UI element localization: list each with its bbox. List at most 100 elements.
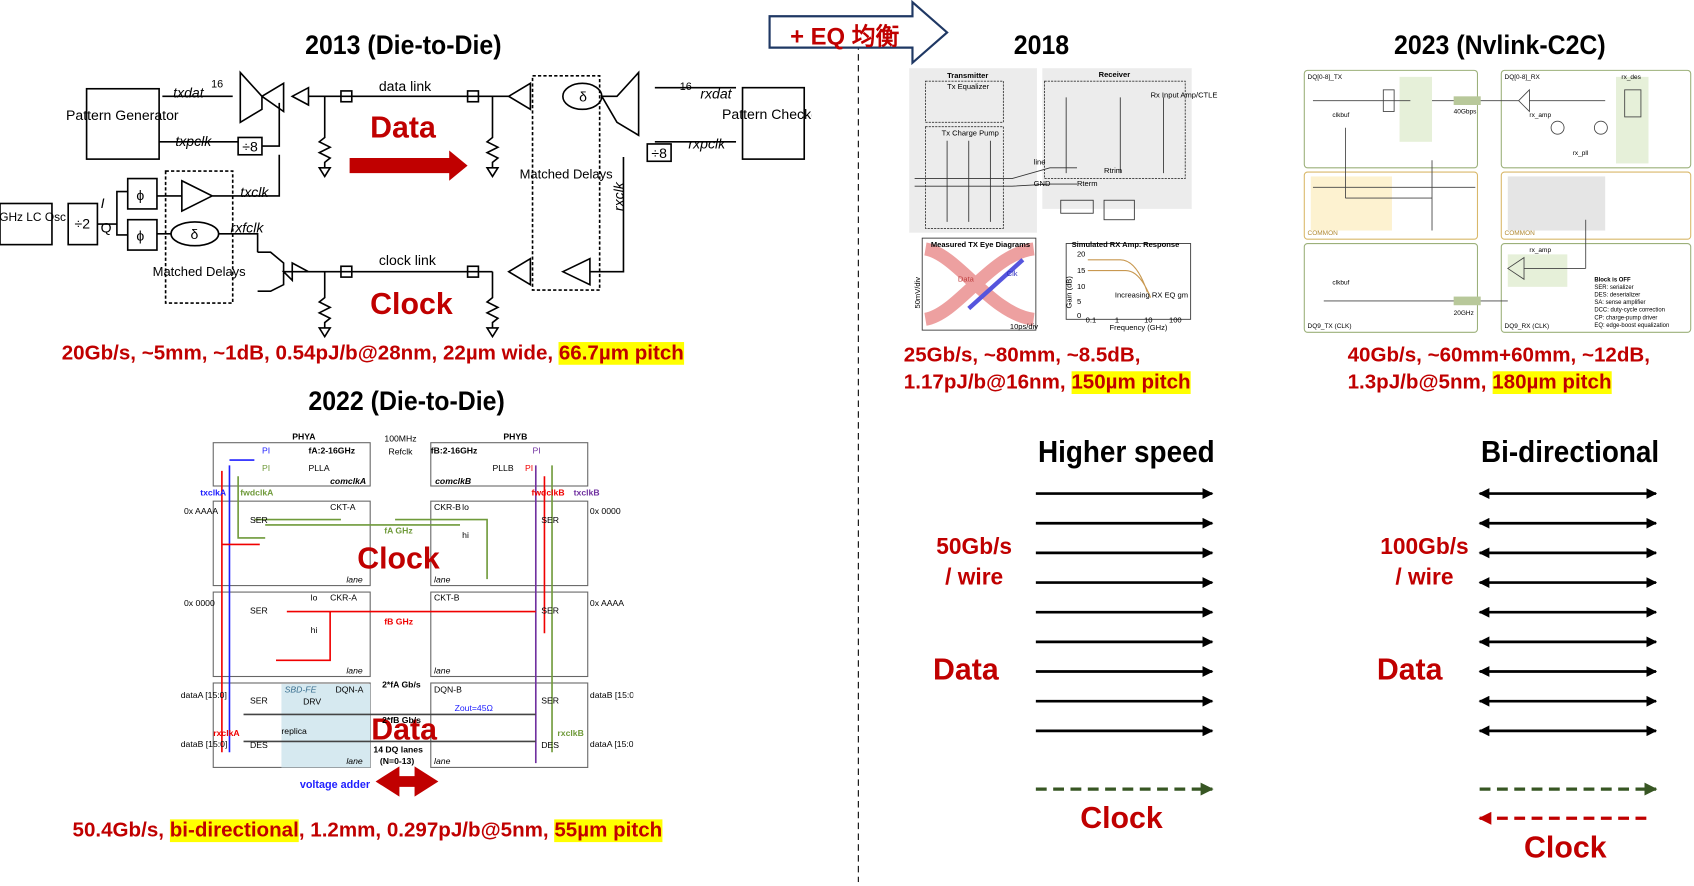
comclk-b: comclkB xyxy=(435,476,471,486)
tx-equalizer-label: Tx Equalizer xyxy=(947,82,990,91)
dq-lanes-n: (N=0-13) xyxy=(380,756,414,766)
legend-item: CP: charge-pump driver xyxy=(1594,315,1657,321)
circuit-2022: PHYA PHYB fA:2-16GHz fB:2-16GHz 100MHz R… xyxy=(181,431,633,797)
div8-label: ÷8 xyxy=(242,139,258,155)
pll-b: PLLB xyxy=(492,463,513,473)
fa-label: fA:2-16GHz xyxy=(308,446,355,456)
clock-left: Clock xyxy=(1080,800,1163,835)
transmitter-label: Transmitter xyxy=(947,71,988,80)
xtick: 0.1 xyxy=(1086,316,1097,325)
des-b-data: DES xyxy=(541,740,559,750)
lane-1a: lane xyxy=(346,574,363,584)
gnd-label: GND xyxy=(1034,179,1051,188)
legend-box xyxy=(1592,273,1690,328)
refclk-label: Refclk xyxy=(388,447,413,457)
caption-2022-part2: , 1.2mm, 0.297pJ/b@5nm, xyxy=(298,819,549,843)
matched-delays-rx: Matched Delays xyxy=(520,167,614,182)
caption-2018: 25Gb/s, ~80mm, ~8.5dB, 1.17pJ/b@16nm, 150… xyxy=(904,342,1191,396)
voltage-adder: voltage adder xyxy=(300,779,371,791)
pattern-checker-label: Pattern Checker xyxy=(722,106,812,122)
xtick: 1 xyxy=(1115,316,1119,325)
title-2018: 2018 xyxy=(1013,30,1070,61)
eye-data-label: Data xyxy=(958,274,975,283)
phy-a-label: PHYA xyxy=(292,431,316,441)
ckt-a: CKT-A xyxy=(330,502,356,512)
data-b-in: dataB [15:0] xyxy=(590,690,633,700)
data-arrow xyxy=(349,150,468,181)
ser-b-top: SER xyxy=(541,515,559,525)
fb-label: fB:2-16GHz xyxy=(431,446,478,456)
txclk-label: txclk xyxy=(240,184,269,200)
bidirectional-arrow xyxy=(375,766,439,797)
legend-item: EQ: edge-boost equalization xyxy=(1594,323,1669,329)
hi-2: hi xyxy=(311,625,318,635)
pll-a: PLLA xyxy=(308,463,329,473)
ckr-b: CKR-B xyxy=(434,502,461,512)
response-note: Increasing RX EQ gm xyxy=(1115,291,1188,300)
bus-width-tx: 16 xyxy=(211,79,223,91)
zout: Zout=45Ω xyxy=(455,703,494,713)
data-label: Data xyxy=(370,111,437,144)
circuit-2018: Transmitter Tx Equalizer Tx Charge Pump … xyxy=(909,68,1217,332)
rx-amp-clk: rx_amp xyxy=(1529,247,1551,254)
sbd-fe: SBD-FE xyxy=(285,685,317,695)
ckt-b: CKT-B xyxy=(434,593,460,603)
response-title: Simulated RX Amp. Response xyxy=(1072,240,1180,249)
pattern-a-top: 0x AAAA xyxy=(184,506,218,516)
heading-bi-directional: Bi-directional xyxy=(1481,435,1660,469)
pi-a-fwd: PI xyxy=(262,463,270,473)
fa-ghz: fA GHz xyxy=(384,526,413,536)
caption-2018-highlight: 150µm pitch xyxy=(1071,371,1191,394)
data-left: Data xyxy=(933,652,999,687)
title-2013: 2013 (Die-to-Die) xyxy=(305,30,502,61)
rate-left-unit: / wire xyxy=(945,565,1004,590)
ytick: 20 xyxy=(1077,250,1085,259)
ytick: 15 xyxy=(1077,266,1085,275)
pattern-generator-label: Pattern Generator xyxy=(66,107,179,123)
rate-right: 100Gb/s/ wire xyxy=(1370,533,1478,594)
clkbuf-tx: clkbuf xyxy=(1332,112,1349,119)
data-a-in: dataA [15:0] xyxy=(181,690,227,700)
caption-2018-line2: 1.17pJ/b@16nm, xyxy=(903,371,1066,394)
xtick: 100 xyxy=(1169,316,1182,325)
txclk-b: txclkB xyxy=(574,488,600,498)
caption-2023-highlight: 180µm pitch xyxy=(1492,371,1612,394)
data-label-2022: Data xyxy=(371,713,438,746)
title-2022: 2022 (Die-to-Die) xyxy=(308,386,505,417)
caption-2018-line1: 25Gb/s, ~80mm, ~8.5dB, xyxy=(903,344,1141,367)
lane-2b: lane xyxy=(434,665,451,675)
rx-pll: rx_pll xyxy=(1573,150,1589,157)
osc-label: 20GHz LC Osc xyxy=(0,210,66,224)
common-a: COMMON xyxy=(1308,230,1339,237)
ser-a-top: SER xyxy=(250,515,268,525)
clock-link-label: clock link xyxy=(379,252,437,268)
rate-left-value: 50Gb/s xyxy=(936,534,1013,560)
pattern-b-mid: 0x AAAA xyxy=(590,598,624,608)
div8-rx-label: ÷8 xyxy=(651,145,667,161)
ytick: 10 xyxy=(1077,282,1085,291)
rxclk-b: rxclkB xyxy=(557,728,583,738)
rx-clk-block-label: DQ9_RX (CLK) xyxy=(1505,323,1550,330)
txdat-label: txdat xyxy=(173,84,205,100)
rate-left: 50Gb/s / wire xyxy=(931,533,1018,594)
legend-item: DCC: duty-cycle correction xyxy=(1594,308,1665,314)
lane-2a: lane xyxy=(346,665,363,675)
caption-2023-line1: 40Gb/s, ~60mm+60mm, ~12dB, xyxy=(1347,344,1650,367)
txpclk-label: txpclk xyxy=(175,133,212,149)
legend-item: DES: deserializer xyxy=(1594,293,1640,299)
clock-right: Clock xyxy=(1524,830,1607,864)
rate-right-value: 100Gb/s xyxy=(1380,534,1469,560)
caption-2023-line2: 1.3pJ/b@5nm, xyxy=(1347,371,1487,394)
dqn-a: DQN-A xyxy=(336,685,364,695)
circuit-2023: DQ[0-8]_TX DQ[0-8]_RX DQ9_TX (CLK) DQ9_R… xyxy=(1303,69,1692,333)
eye-y-label: 50mV/div xyxy=(913,277,922,309)
title-2023: 2023 (Nvlink-C2C) xyxy=(1394,30,1606,61)
ytick: 5 xyxy=(1077,297,1081,306)
legend-item: Block is OFF xyxy=(1594,277,1631,283)
bus-width-rx: 16 xyxy=(680,81,692,93)
matched-delays-tx: Matched Delays xyxy=(153,264,247,279)
lane-1b: lane xyxy=(434,574,451,584)
caption-2022: 50.4Gb/s, bi-directional, 1.2mm, 0.297pJ… xyxy=(73,819,663,843)
tx-block-label: DQ[0-8]_TX xyxy=(1308,74,1343,81)
drv: DRV xyxy=(303,697,321,707)
